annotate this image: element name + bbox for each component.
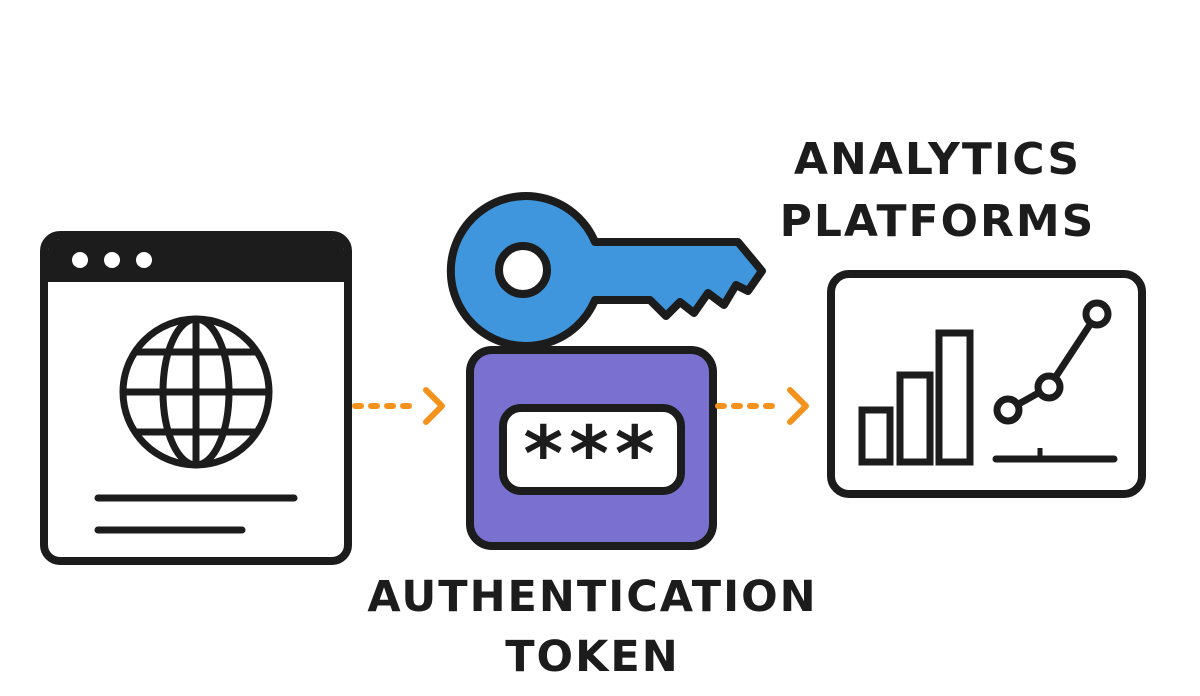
- key-icon: [446, 192, 766, 350]
- chart-bar-2: [896, 371, 934, 466]
- analytics-label-line-1: ANALYTICS: [793, 134, 1082, 185]
- line-point-3: [1082, 299, 1112, 329]
- password-field: [499, 404, 685, 495]
- flow-arrow-1: [352, 387, 445, 425]
- analytics-label-line-2: PLATFORMS: [779, 196, 1096, 247]
- browser-dot-2: [104, 252, 120, 268]
- auth-label-line-2: TOKEN: [505, 632, 680, 682]
- browser-dot-3: [136, 252, 152, 268]
- bar-chart-icon: [858, 329, 974, 466]
- line-point-1: [993, 395, 1023, 425]
- masked-token-text: ***: [523, 409, 660, 498]
- analytics-dashboard: [827, 270, 1146, 498]
- browser-window: [40, 231, 352, 565]
- chart-bar-3: [935, 329, 974, 466]
- flow-arrow-2: [715, 387, 809, 425]
- line-point-2: [1034, 372, 1064, 402]
- authentication-token-label: AUTHENTICATION TOKEN: [340, 576, 845, 696]
- auth-label-line-1: AUTHENTICATION: [367, 572, 818, 622]
- line-chart-icon: [992, 299, 1118, 463]
- browser-dot-1: [72, 252, 88, 268]
- globe-icon: [119, 315, 273, 469]
- token-box: ***: [466, 346, 717, 550]
- data-flow-diagram: ***: [40, 192, 1146, 565]
- analytics-platforms-label: ANALYTICS PLATFORMS: [745, 138, 1130, 262]
- browser-titlebar: [48, 239, 344, 282]
- chart-bar-1: [858, 406, 894, 466]
- key-hole: [495, 242, 551, 298]
